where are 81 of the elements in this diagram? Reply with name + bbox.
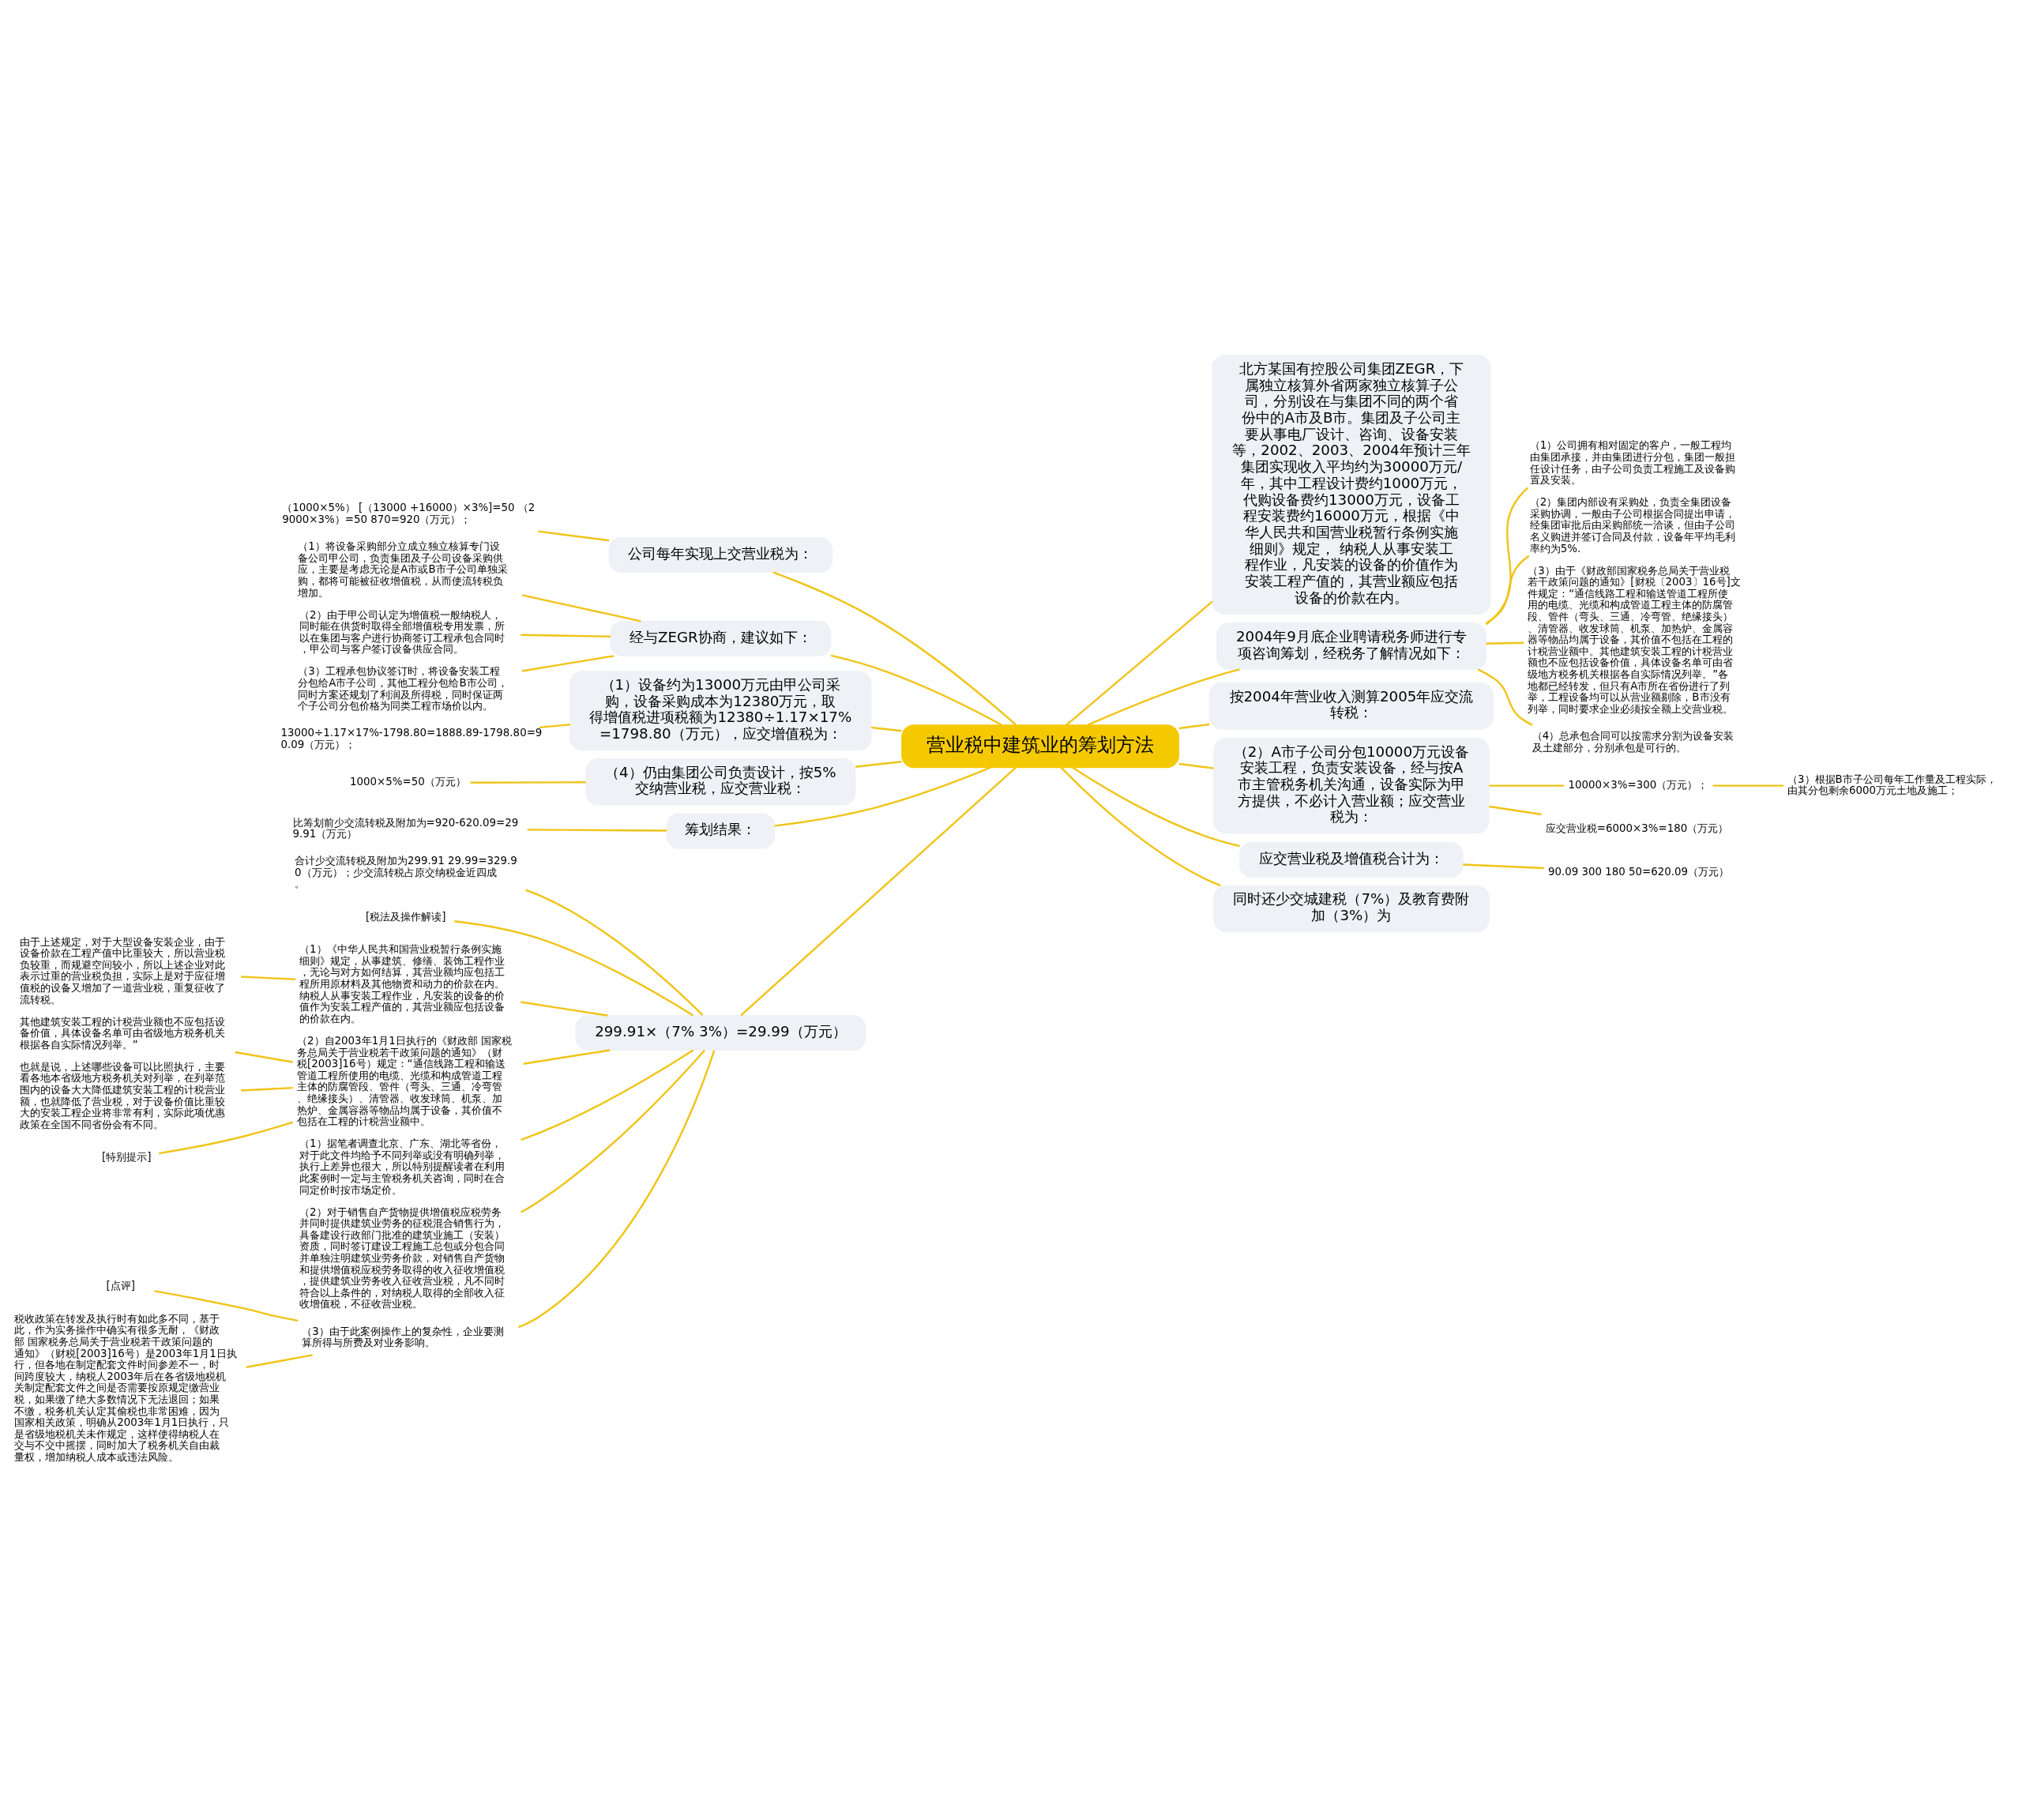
- node-box: 299.91×（7% 3%）=29.99（万元）: [575, 1015, 866, 1051]
- connector: [1485, 487, 1529, 626]
- node-box: 筹划结果：: [666, 813, 776, 849]
- node-box: 按2004年营业收入测算2005年应交流转税：: [1208, 682, 1494, 730]
- connector: [870, 726, 902, 732]
- node-box: （2）A市子公司分包10000万元设备安装工程，负责安装设备，经与按A市主管税务机关沟通，设备实际为甲方提供，不必计入营业额；应交营业税为：: [1213, 737, 1490, 834]
- node-text: （1）《中华人民共和国营业税暂行条例实施细则》规定，从事建筑、修缮、装饰工程作业，无论与对方如何结算，其营业额均应包括工程所用原材料及其他物资和动力的价款在内。纳税人从事安装工程作业，凡安装的设备的价值作为安装工程产值的，其营业额应包括设备的价款在内。: [299, 943, 506, 1025]
- node-text: 税收政策在转发及执行时有如此多不同，基于此，作为实务操作中确实有很多无耐，《财政部 国家税务总局关于营业税若干政策问题的通知》（财税[2003]16号）是2003年1月1日执行，但各地在制定配套文件时间参差不一，时间跨度较大，纳税人2003年后在各省级地税机关制定配套文件之间是否需要按原规定缴营业税，如果缴了绝大多数情况下无法退回；如果不缴，税务机关认定其偷税也非常困难，因为国家相关政策，明确从2003年1月1日执行，只是省级地税机关未作规定，这样使得纳税人在交与不交中摇摆，同时加大了税务机关自由裁量权，增加纳税人成本或违法风险。: [14, 1312, 237, 1464]
- connector: [539, 724, 570, 729]
- node-text: 比筹划前少交流转税及附加为=920-620.09=299.91（万元）: [292, 816, 519, 840]
- node-box: （4）仍由集团公司负责设计，按5%交纳营业税，应交营业税：: [585, 758, 856, 806]
- node-text: （3）工程承包协议签订时，将设备安装工程分包给A市子公司，其他工程分包给B市公司，同时方案还规划了利润及所得税，同时保证两个子公司分包价格为同类工程市场价以内。: [298, 665, 508, 713]
- node-text: 其他建筑安装工程的计税营业额也不应包括设备价值，具体设备名单可由省级地方税务机关根据各自实际情况列举。”: [19, 1015, 225, 1051]
- connector: [154, 1290, 299, 1322]
- node-text: （3）由于此案例操作上的复杂性，企业要测算所得与所费及对业务影响。: [302, 1325, 504, 1349]
- node-text: 10000×3%=300（万元）；: [1568, 779, 1708, 792]
- node-text: 也就是说，上述哪些设备可以比照执行，主要看各地本省级地方税务机关对列举，在列举范围内的设备大大降低建筑安装工程的计税营业额，也就降低了营业税，对于设备价值比重较大的安装工程企业将非常有利，实际此项优惠政策在全国不同省份会有不同。: [19, 1060, 225, 1130]
- node-text: （1）据笔者调查北京、广东、湖北等省份，对于此文件均给予不同列举或没有明确列举，执行上差异也很大，所以特别提醒读者在利用此案例时一定与主管税务机关咨询，同时在合同定价时按市场定价。: [299, 1138, 506, 1196]
- connector: [521, 1049, 694, 1141]
- node-text: （1）公司拥有相对固定的客户，一般工程均由集团承接，并由集团进行分包，集团一般担任设计任务，由子公司负责工程施工及设备购置及安装。: [1529, 439, 1735, 487]
- node-text: （2）由于甲公司认定为增值税一般纳税人，同时能在供货时取得全部增值税专用发票，所以在集团与客户进行协商签订工程承包合同时，甲公司与客户签订设备供应合同。: [299, 608, 506, 656]
- node-text: 13000÷1.17×17%-1798.80=1888.89-1798.80=90.09（万元）；: [280, 727, 543, 750]
- node-text: （2）自2003年1月1日执行的《财政部 国家税务总局关于营业税若干政策问题的通知》（财税[2003]16号）规定：“通信线路工程和输送管道工程所使用的电缆、光缆和构成管道工程主体的防腐管段、管件（弯头、三通、冷弯管、绝缘接头）、清管器、收发球筒、机泵、加热炉、金属容器等物品均属于设备，其价值不包括在工程的计税营业额中。: [297, 1034, 512, 1128]
- connector: [740, 767, 1017, 1017]
- connector: [855, 761, 902, 769]
- node-text: 1000×5%=50（万元）: [350, 776, 466, 788]
- node-text: [特别提示]: [101, 1151, 152, 1164]
- node-box: 2004年9月底企业聘请税务师进行专项咨询筹划，经税务了解情况如下：: [1216, 622, 1486, 670]
- connector: [1178, 723, 1210, 730]
- connector: [772, 571, 1017, 726]
- node-text: （1）将设备采购部分立成立独立核算专门设备公司甲公司，负责集团及子公司设备采购供应，主要是考虑无论是A市或B市子公司单独采购，都将可能被征收增值税，从而使流转税负增加。: [298, 540, 508, 599]
- node-text: （2）对于销售自产货物提供增值税应税劳务并同时提供建筑业劳务的征税混合销售行为，具备建设行政部门批准的建筑业施工（安装）资质，同时签订建设工程施工总包或分包合同并单独注明建筑业劳务价款，对销售自产货物和提供增值税应税劳务取得的收入征收增值税，提供建筑业劳务收入征收营业税，凡不同时符合以上条件的，对纳税人取得的全部收入征收增值税，不征收营业税。: [299, 1205, 506, 1310]
- connector: [538, 530, 610, 542]
- connector: [246, 1354, 313, 1368]
- connector: [235, 1051, 293, 1063]
- node-box: 北方某国有控股公司集团ZEGR，下属独立核算外省两家独立核算子公司，分别设在与集团不同的两个省份中的A市及B市。集团及子公司主要从事电厂设计、咨询、设备安装等，2002、2003、2004年预计三年集团实现收入平均约为30000万元/年，其中工程设计费约1000万元，代购设备费约13000万元，设备工程安装费约16000万元，根据《中华人民共和国营业税暂行条例实施细则》规定， 纳税人从事安装工程作业，凡安装的设备的价值作为安装工程产值的，其营业额应包括设备的价款在内。: [1212, 355, 1491, 615]
- node-text: （3）由于《财政部国家税务总局关于营业税若干政策问题的通知》[财税〔2003〕16号]文件规定：“通信线路工程和输送管道工程所使用的电缆、光缆和构成管道工程主体的防腐管段、管件（弯头、三通、冷弯管、绝缘接头）、清管器、收发球筒、机泵、加热炉、金属容器等物品均属于设备，其价值不包括在工程的计税营业额中。其他建筑安装工程的计税营业额也不应包括设备价值，具体设备名单可由省级地方税务机关根据各自实际情况列举。”各地都已经转发，但只有A市所在省份进行了列举，工程设备均可以从营业额剔除，B市没有列举，同时要求企业必须按全额上交营业税。: [1528, 564, 1741, 715]
- connector: [1489, 805, 1542, 816]
- connector: [1060, 766, 1221, 887]
- node-text: （3）根据B市子公司每年工作量及工程实际，由其分包剩余6000万元土地及施工；: [1787, 773, 1997, 797]
- connector: [774, 766, 991, 827]
- node-text: （4）总承包合同可以按需求分割为设备安装及土建部分，分别承包是可行的。: [1532, 729, 1734, 754]
- node-box: 同时还少交城建税（7%）及教育费附加（3%）为: [1213, 885, 1490, 933]
- connector: [521, 634, 611, 638]
- node-box: 营业税中建筑业的筹划方法: [901, 724, 1180, 769]
- node-text: 应交营业税=6000×3%=180（万元）: [1545, 822, 1729, 834]
- connector: [1065, 600, 1213, 726]
- connector: [523, 1049, 611, 1065]
- connector: [241, 976, 296, 981]
- connector: [454, 920, 694, 1017]
- node-box: 公司每年实现上交营业税为：: [608, 536, 833, 573]
- node-text: 90.09 300 180 50=620.09（万元）: [1547, 865, 1730, 878]
- node-box: 应交营业税及增值税合计为：: [1239, 841, 1464, 878]
- node-text: （2）集团内部设有采购处，负责全集团设备采购协调，一般由子公司根据合同提出申请，经集团审批后由采购部统一洽谈，但由子公司名义购进并签订合同及付款，设备年平均毛利率约为5%.: [1529, 496, 1735, 555]
- connector: [1178, 762, 1214, 769]
- connector: [1712, 784, 1784, 787]
- connector: [1489, 784, 1565, 787]
- node-text: [点评]: [106, 1280, 135, 1292]
- connector: [1463, 863, 1544, 870]
- connector: [525, 889, 704, 1016]
- connector: [470, 781, 586, 784]
- connector: [520, 1049, 705, 1213]
- node-box: （1）设备约为13000万元由甲公司采购，设备采购成本为12380万元，取得增值税进项税额为12380÷1.17×17%=1798.80（万元），应交增值税为：: [569, 671, 872, 751]
- connector: [1087, 668, 1240, 726]
- connector: [517, 1050, 716, 1329]
- connector: [1485, 555, 1530, 624]
- node-box: 经与ZEGR协商，建议如下：: [610, 620, 832, 656]
- connector: [527, 829, 667, 832]
- connector: [1486, 641, 1524, 645]
- connector: [158, 1121, 294, 1155]
- node-text: [税法及操作解读]: [366, 910, 446, 923]
- connector: [1072, 766, 1240, 848]
- connector: [521, 594, 641, 622]
- connector: [241, 1086, 293, 1092]
- node-text: 合计少交流转税及附加为299.91 29.99=329.90（万元）；少交流转税占原交纳税金近四成。: [295, 855, 517, 890]
- connector: [521, 655, 614, 672]
- connector: [521, 1001, 608, 1017]
- node-text: 由于上述规定，对于大型设备安装企业，由于设备价款在工程产值中比重较大，所以营业税负较重，而规避空间较小，所以上述企业对此表示过重的营业税负担，实际上是对于应征增值税的设备又增加了一道营业税，重复征收了流转税。: [19, 935, 225, 1006]
- connector: [1477, 668, 1533, 726]
- connector: [830, 654, 1002, 726]
- node-text: （1000×5%） [（13000 +16000）×3%]=50 （29000×3%）=50 870=920（万元）；: [282, 502, 536, 526]
